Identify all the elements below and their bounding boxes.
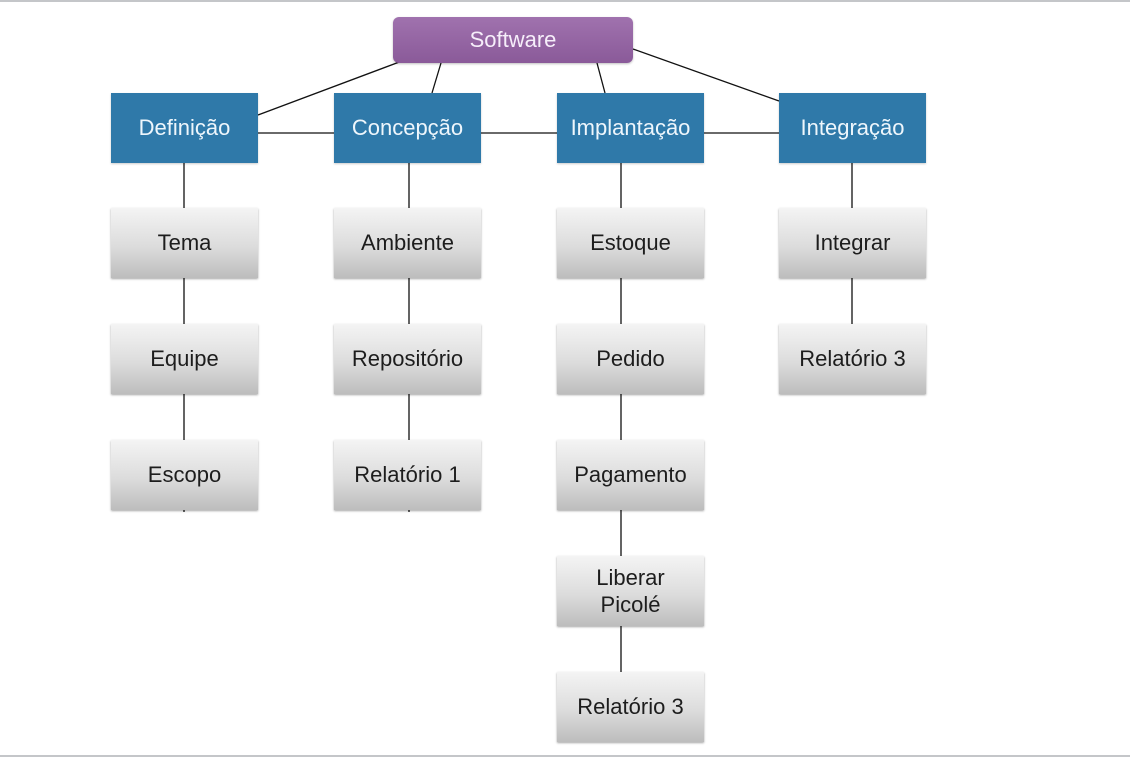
connector-root-definicao [257,60,403,116]
task-node-label: Relatório 3 [577,694,684,720]
task-node-label: Equipe [150,346,219,372]
phase-node-definicao: Definição [111,93,258,163]
task-node: Escopo [111,440,258,510]
task-node-label: Relatório 1 [354,462,461,488]
bottom-border [0,755,1130,757]
task-node: Relatório 3 [557,672,704,742]
phase-node-label: Concepção [351,115,464,141]
connector-root-implantacao [596,62,606,94]
phase-node-label: Definição [138,115,231,141]
task-node-label: Integrar [814,230,891,256]
task-node: Estoque [557,208,704,278]
task-node: Tema [111,208,258,278]
connector-root-integracao [632,48,780,102]
task-node-label: Relatório 3 [799,346,906,372]
task-node-label: Tema [157,230,212,256]
connector-root-concepcao [431,62,442,94]
phase-node-label: Integração [800,115,905,141]
phase-node-integracao: Integração [779,93,926,163]
root-node-label: Software [469,27,557,53]
phase-node-label: Implantação [570,115,691,141]
task-node-label: Escopo [147,462,222,488]
task-node-label: Pagamento [574,462,687,488]
task-node-label: Repositório [351,346,464,372]
task-node-label: Liberar Picolé [596,564,665,618]
top-border [0,0,1130,2]
phase-node-implantacao: Implantação [557,93,704,163]
task-node: Relatório 1 [334,440,481,510]
task-node: Ambiente [334,208,481,278]
task-node: Relatório 3 [779,324,926,394]
task-node-label: Ambiente [361,230,454,256]
task-node-label: Estoque [590,230,671,256]
task-node: Pagamento [557,440,704,510]
task-node: Integrar [779,208,926,278]
task-node: Liberar Picolé [557,556,704,626]
root-node-software: Software [393,17,633,63]
task-node: Repositório [334,324,481,394]
task-node: Equipe [111,324,258,394]
task-node: Pedido [557,324,704,394]
phase-node-concepcao: Concepção [334,93,481,163]
task-node-label: Pedido [596,346,665,372]
